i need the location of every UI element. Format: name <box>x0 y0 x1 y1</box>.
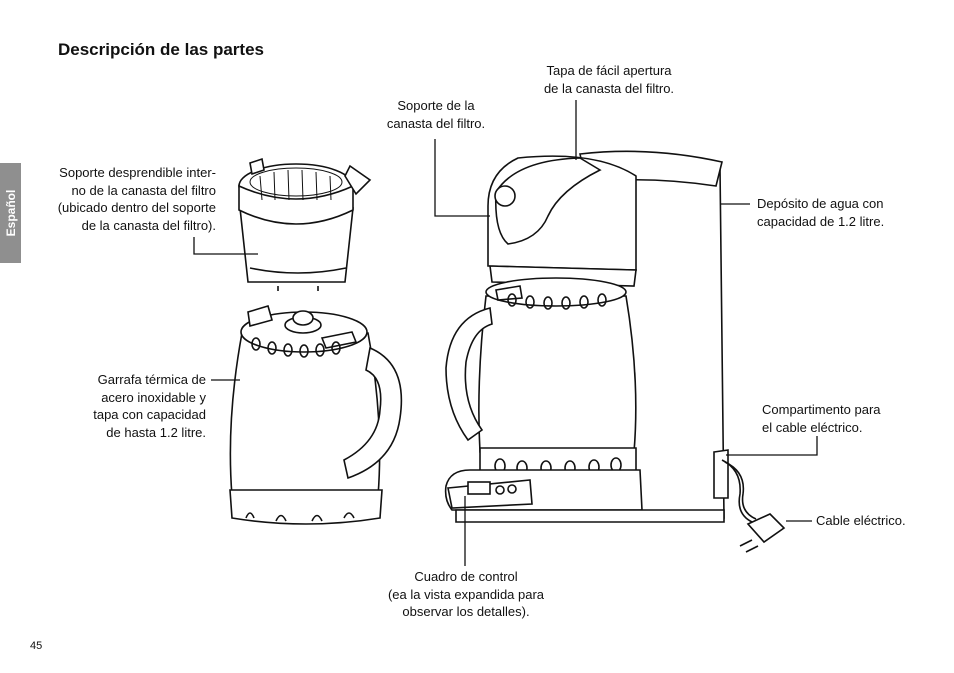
section-tab: Español <box>0 163 21 263</box>
label-filter-basket-insert: Soporte desprendible inter- no de la can… <box>20 164 216 234</box>
label-power-cord: Cable eléctrico. <box>816 512 936 530</box>
label-line: (ea la vista expandida para <box>387 586 545 602</box>
label-line: canasta del filtro. <box>386 115 486 131</box>
label-basket-lid: Tapa de fácil apertura de la canasta del… <box>528 62 690 97</box>
label-line: Soporte de la <box>397 98 475 113</box>
leader-basket-holder <box>434 139 490 217</box>
label-line: Compartimento para <box>762 402 881 417</box>
leader-filter-insert <box>193 237 258 255</box>
label-line: de la canasta del filtro). <box>81 217 216 233</box>
label-line: tapa con capacidad <box>93 407 206 422</box>
label-line: Tapa de fácil apertura <box>546 63 672 78</box>
label-carafe: Garrafa térmica de acero inoxidable y ta… <box>60 371 206 441</box>
label-control-panel: Cuadro de control (ea la vista expandida… <box>370 568 562 621</box>
label-line: de la canasta del filtro. <box>543 80 675 96</box>
page-title: Descripción de las partes <box>58 40 264 59</box>
label-line: Soporte desprendible inter- <box>59 165 216 180</box>
label-line: no de la canasta del filtro <box>71 182 216 198</box>
label-line: Cuadro de control <box>414 569 518 584</box>
label-water-reservoir: Depósito de agua con capacidad de 1.2 li… <box>757 195 932 230</box>
label-line: de hasta 1.2 litre. <box>106 424 206 440</box>
filter-basket-insert-drawing <box>238 157 372 291</box>
label-basket-holder: Soporte de la canasta del filtro. <box>370 97 502 132</box>
label-line: Depósito de agua con <box>757 196 884 211</box>
coffee-maker-drawing <box>444 150 786 553</box>
leader-lines <box>193 100 818 566</box>
label-line: Cable eléctrico. <box>816 513 906 528</box>
label-line: observar los detalles). <box>402 604 530 619</box>
page-number: 45 <box>30 640 43 652</box>
label-line: (ubicado dentro del soporte <box>57 200 216 215</box>
label-cord-storage: Compartimento para el cable eléctrico. <box>762 401 922 436</box>
label-line: Garrafa térmica de <box>97 372 206 387</box>
label-line: capacidad de 1.2 litre. <box>757 213 885 229</box>
leader-cord-storage <box>726 436 818 456</box>
label-line: el cable eléctrico. <box>762 419 863 435</box>
carafe-drawing <box>229 305 403 525</box>
label-line: acero inoxidable y <box>101 389 206 405</box>
